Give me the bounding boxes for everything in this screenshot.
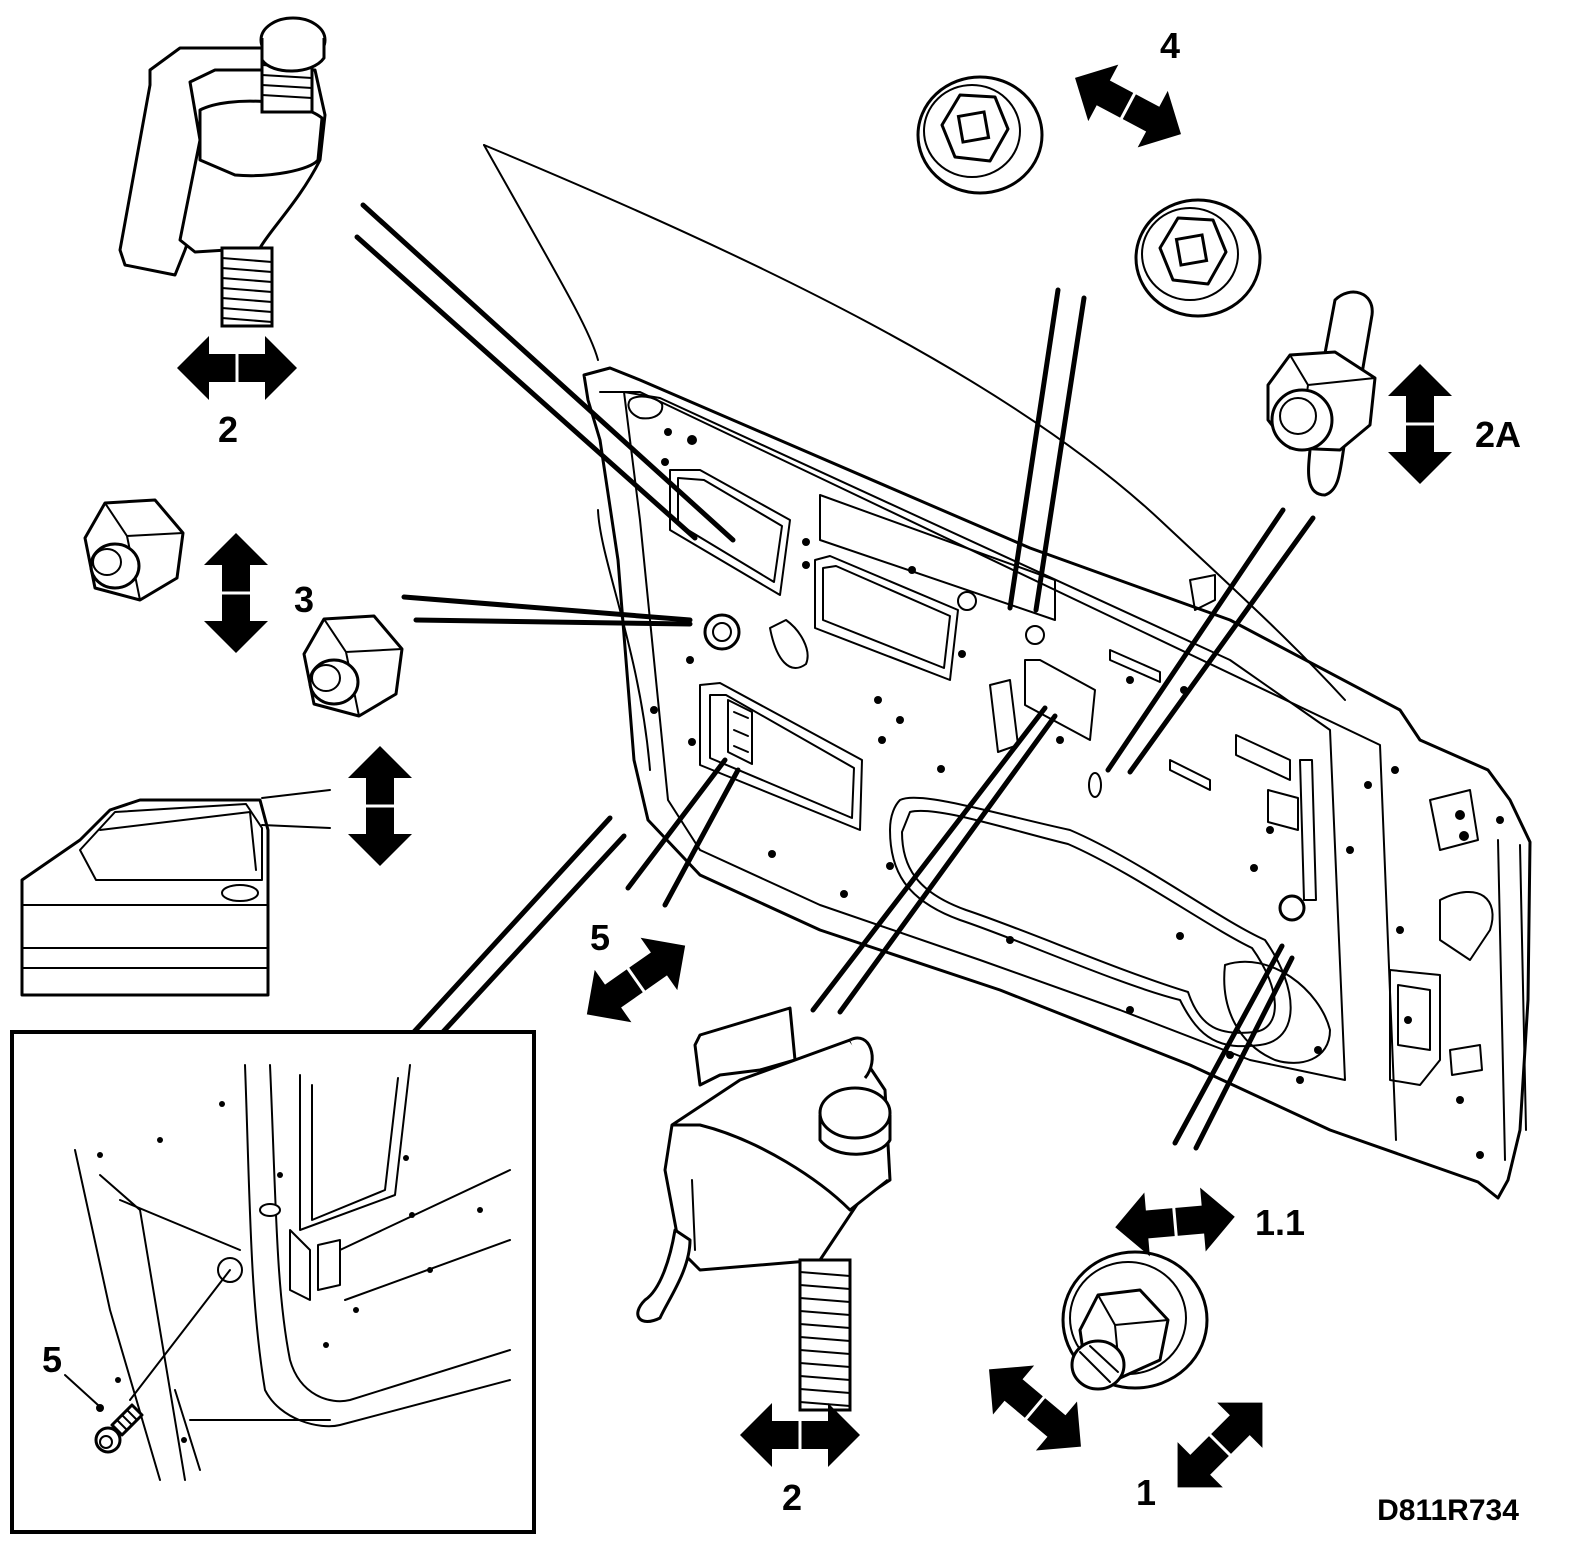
hex-nut-upper-icon [83, 498, 185, 602]
drawing-code: D811R734 [1377, 1494, 1519, 1527]
callout-3: 3 [294, 579, 314, 620]
flange-bolt-upper-icon [916, 75, 1044, 195]
leader-lines [354, 202, 1316, 1151]
callout-5-main: 5 [590, 917, 610, 958]
bolt-icon [94, 1403, 144, 1454]
adjust-arrow-5-icon [566, 917, 706, 1043]
door-inner-panel [483, 144, 1532, 1200]
clamp-tool-top-icon [118, 16, 327, 328]
adjust-arrow-1-right-icon [1153, 1378, 1287, 1512]
clamp-tool-bottom-icon [636, 1006, 892, 1412]
adjust-arrow-door-icon [346, 744, 414, 868]
flange-bolt-lower-icon [1134, 198, 1262, 318]
callout-2-bottom: 2 [782, 1477, 802, 1518]
door-silhouette-icon [20, 789, 331, 997]
adjust-arrow-2a-icon [1386, 362, 1454, 486]
hex-nut-lower-icon [302, 614, 404, 718]
winged-nut-icon [1266, 290, 1377, 497]
callout-5-inset: 5 [42, 1339, 62, 1380]
adjust-arrow-1-1-icon [1110, 1183, 1240, 1261]
callout-1: 1 [1136, 1472, 1156, 1513]
inset-detail [10, 1030, 536, 1534]
adjust-arrow-2-bottom-icon [738, 1401, 862, 1469]
adjust-arrow-4-icon [1058, 48, 1198, 164]
callout-4: 4 [1160, 25, 1180, 66]
adjust-arrow-3-icon [202, 531, 270, 655]
callout-2a: 2A [1475, 414, 1521, 455]
adjust-arrow-2-top-icon [175, 334, 299, 402]
flange-bolt-striker-icon [1061, 1250, 1209, 1391]
callout-1-1: 1.1 [1255, 1202, 1305, 1243]
callout-2-top: 2 [218, 409, 238, 450]
